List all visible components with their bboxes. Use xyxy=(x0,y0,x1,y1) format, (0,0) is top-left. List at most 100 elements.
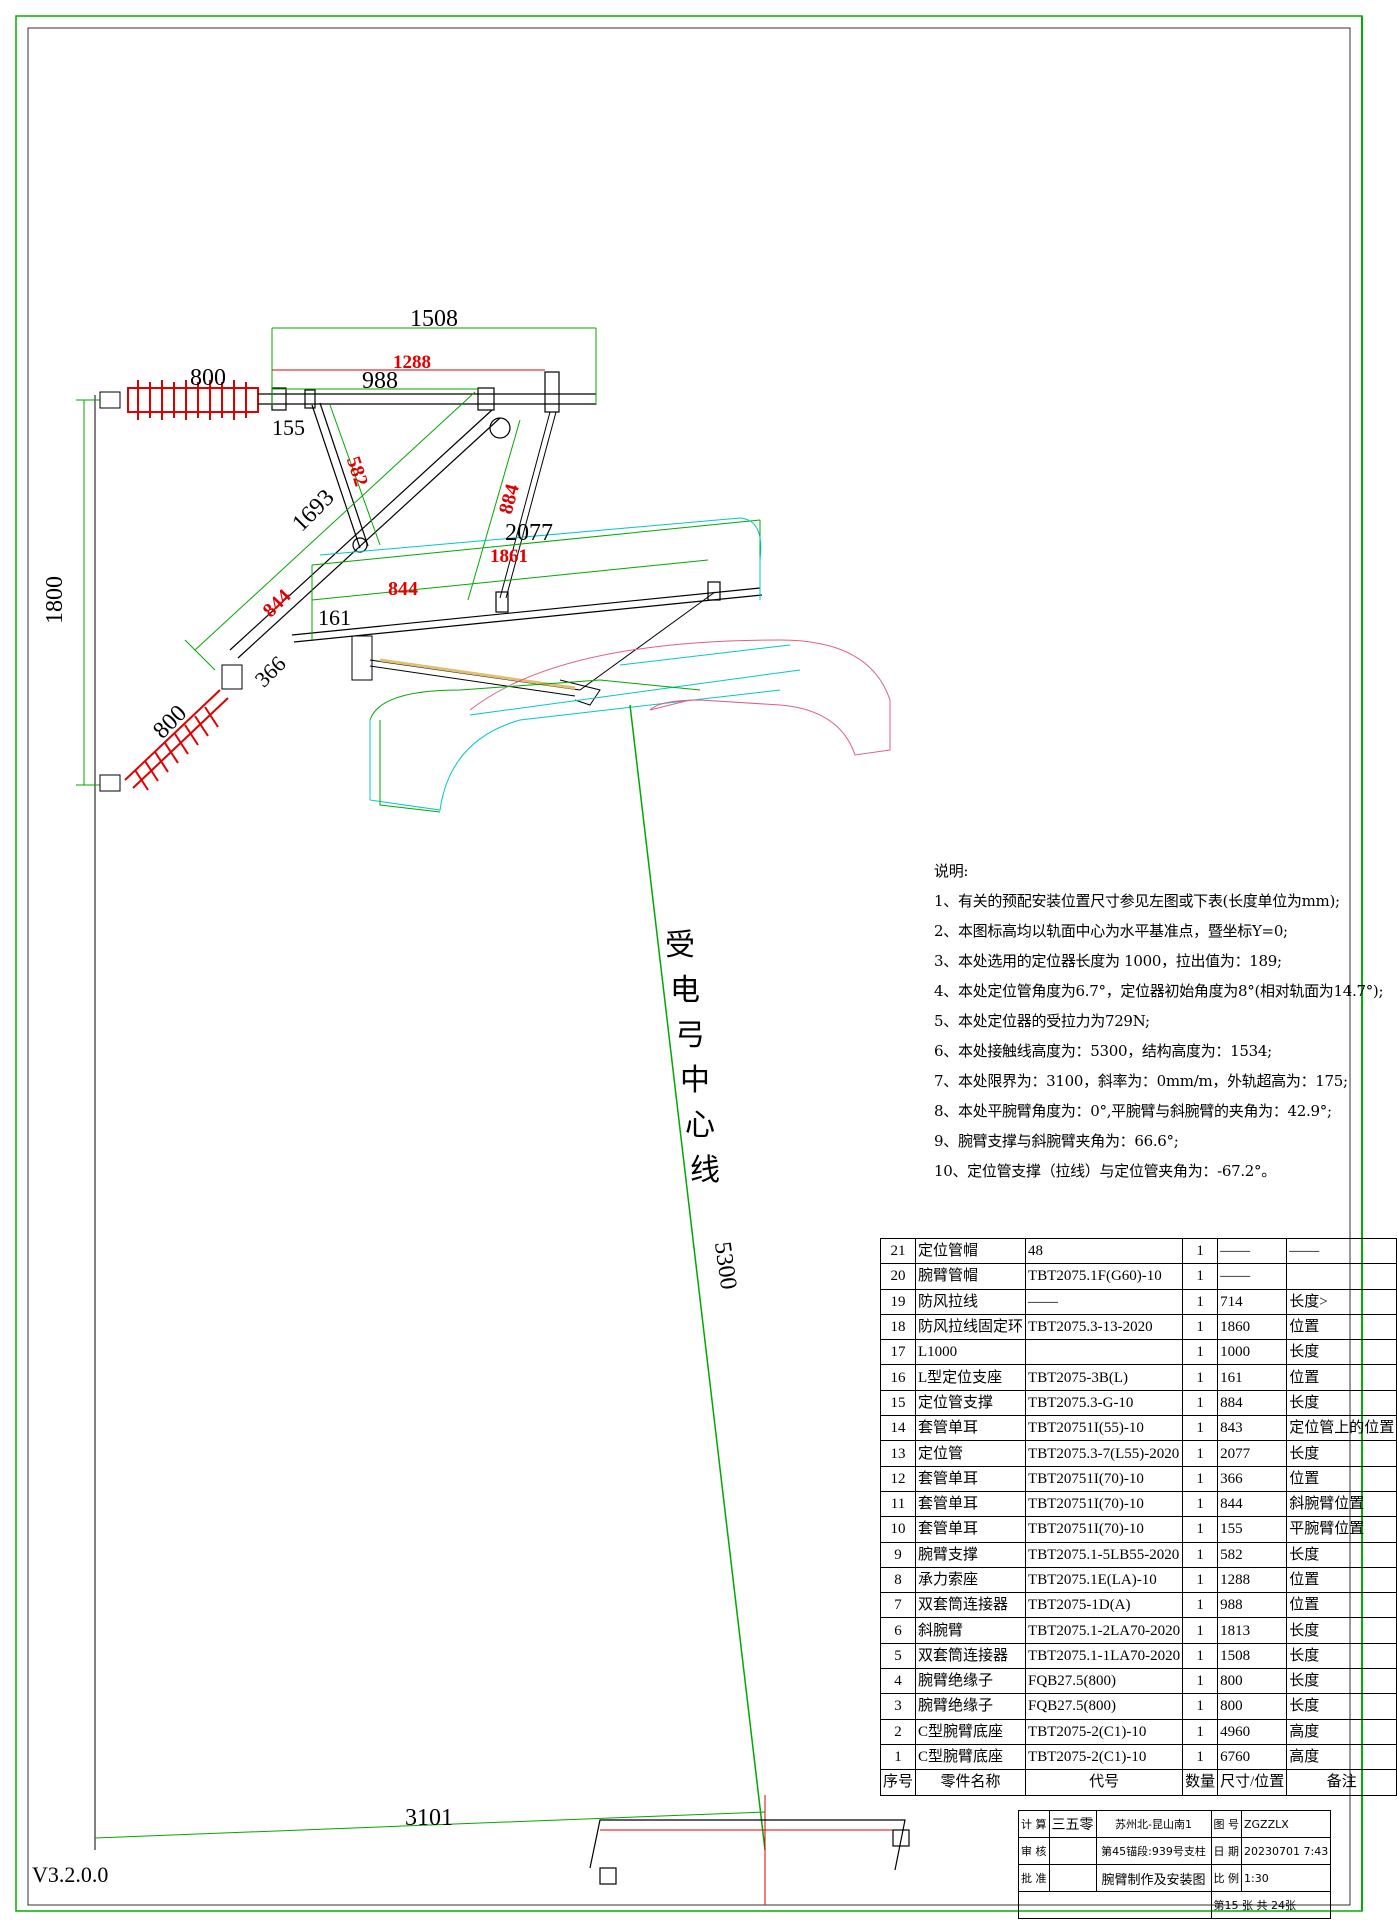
note-10: 10、定位管支撑（拉线）与定位管夹角为：-67.2°。 xyxy=(934,1162,1276,1180)
sheet-count: 第15 张 共 24张 xyxy=(1210,1891,1332,1919)
bom-cell: L1000 xyxy=(915,1339,1027,1366)
bom-cell: 长度 xyxy=(1286,1339,1397,1366)
bom-cell: TBT2075.3-13-2020 xyxy=(1025,1313,1184,1341)
bom-cell: C型腕臂底座 xyxy=(915,1743,1027,1771)
dim-1288-label: 1288 xyxy=(393,352,431,373)
pantograph-envelope-green xyxy=(369,679,701,813)
bom-cell: 10 xyxy=(879,1516,917,1543)
bom-cell: 1 xyxy=(1182,1339,1219,1366)
bom-cell: 1 xyxy=(1182,1693,1219,1720)
bom-cell: 长度 xyxy=(1286,1440,1397,1467)
bom-cell: 1 xyxy=(1182,1541,1219,1568)
dim-3101 xyxy=(94,1811,766,1839)
bom-cell: 1 xyxy=(1182,1288,1219,1315)
note-6: 6、本处接触线高度为：5300，结构高度为：1534; xyxy=(934,1042,1272,1060)
bom-cell: TBT2075-3B(L) xyxy=(1025,1364,1184,1391)
dim-366-label: 366 xyxy=(250,651,291,692)
bom-cell: 长度> xyxy=(1286,1288,1397,1315)
fig-value: ZGZZLX xyxy=(1240,1810,1332,1838)
bom-cell: 防风拉线固定环 xyxy=(915,1313,1027,1341)
note-5: 5、本处定位器的受拉力为729N; xyxy=(934,1012,1150,1030)
bom-cell: 884 xyxy=(1217,1389,1288,1417)
bom-cell: 988 xyxy=(1217,1592,1288,1619)
bom-cell: 1813 xyxy=(1217,1617,1288,1644)
bom-cell: 1 xyxy=(1182,1617,1219,1644)
bom-cell: TBT2075.1F(G60)-10 xyxy=(1025,1263,1184,1290)
bom-cell: 承力索座 xyxy=(915,1566,1027,1594)
bom-cell: 1 xyxy=(879,1743,917,1771)
dim-1800-label: 1800 xyxy=(42,576,68,624)
bom-header-cell: 数量 xyxy=(1182,1769,1219,1796)
bom-cell: 19 xyxy=(879,1288,917,1315)
bom-cell: 844 xyxy=(1217,1490,1288,1518)
bom-cell: 366 xyxy=(1217,1465,1288,1492)
bom-cell: 腕臂绝缘子 xyxy=(915,1693,1027,1720)
dim-line-2077 xyxy=(311,519,761,566)
note-2: 2、本图标高均以轨面中心为水平基准点，暨坐标Y=0; xyxy=(934,922,1288,940)
bom-cell: 800 xyxy=(1217,1668,1288,1695)
bom-cell: 2 xyxy=(879,1718,917,1745)
bom-cell: 套管单耳 xyxy=(915,1415,1027,1442)
bom-header-cell: 零件名称 xyxy=(915,1769,1027,1796)
lower-insulator xyxy=(99,664,243,792)
bom-cell: 1 xyxy=(1182,1465,1219,1492)
notes-title: 说明: xyxy=(934,862,969,880)
bom-cell: 714 xyxy=(1217,1288,1288,1315)
dim-844-red-1: 844 xyxy=(259,585,296,622)
bom-cell: 800 xyxy=(1217,1693,1288,1720)
bom-cell: 位置 xyxy=(1286,1465,1397,1492)
bom-cell: 位置 xyxy=(1286,1313,1397,1341)
bom-cell: 腕臂管帽 xyxy=(915,1263,1027,1290)
bom-cell: 1860 xyxy=(1217,1313,1288,1341)
bom-cell: 长度 xyxy=(1286,1617,1397,1644)
bom-cell: TBT20751I(70)-10 xyxy=(1025,1490,1184,1518)
bom-cell: 1 xyxy=(1182,1718,1219,1745)
bom-header-cell: 序号 xyxy=(879,1769,917,1796)
bom-cell: —— xyxy=(1286,1237,1397,1265)
bom-cell: 长度 xyxy=(1286,1541,1397,1568)
bom-cell: 155 xyxy=(1217,1516,1288,1543)
bom-cell: 4960 xyxy=(1217,1718,1288,1745)
svg-text:心: 心 xyxy=(685,1108,715,1143)
centerline-label: 受 电 弓 中 心 线 xyxy=(665,928,720,1188)
bom-cell: 4 xyxy=(879,1668,917,1695)
bom-cell: 套管单耳 xyxy=(915,1490,1027,1518)
version-label: V3.2.0.0 xyxy=(32,1862,109,1887)
dim-1693-label: 1693 xyxy=(287,485,339,537)
bom-cell: 1 xyxy=(1182,1263,1219,1290)
steady-arm xyxy=(351,591,716,706)
svg-text:弓: 弓 xyxy=(675,1018,705,1053)
bom-cell: 长度 xyxy=(1286,1642,1397,1670)
bom-cell: 防风拉线 xyxy=(915,1288,1027,1315)
bom-cell: 1 xyxy=(1182,1642,1219,1670)
bom-cell: 1 xyxy=(1182,1516,1219,1543)
bom-cell: 位置 xyxy=(1286,1364,1397,1391)
bom-cell: 定位管支撑 xyxy=(915,1389,1027,1417)
fig-label: 图 号 xyxy=(1210,1810,1242,1838)
svg-text:电: 电 xyxy=(670,973,700,1008)
registration-tube xyxy=(291,581,763,643)
svg-text:中: 中 xyxy=(680,1063,710,1098)
bom-cell: 1 xyxy=(1182,1743,1219,1771)
bom-cell: 20 xyxy=(879,1263,917,1290)
dim-1861-label: 1861 xyxy=(490,546,528,567)
bom-header-cell: 备注 xyxy=(1286,1769,1397,1796)
horizontal-cantilever xyxy=(258,371,596,413)
pantograph-envelope-pink xyxy=(469,639,891,756)
pantograph-envelope-cyan xyxy=(469,644,801,716)
bom-cell: 1000 xyxy=(1217,1339,1288,1366)
dim-2077-label: 2077 xyxy=(505,520,553,546)
bom-cell: 斜腕臂位置 xyxy=(1286,1490,1397,1518)
bom-cell: 8 xyxy=(879,1566,917,1594)
tube-envelope xyxy=(319,517,781,811)
